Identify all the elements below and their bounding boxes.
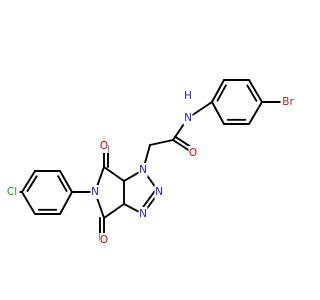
double-bond-b3-b4 bbox=[211, 79, 225, 103]
atom-label-bg-N1 bbox=[138, 163, 148, 177]
atom-label-N1: N bbox=[139, 164, 147, 176]
atom-label-bg-Cl bbox=[4, 185, 20, 199]
atom-label-bg-N_H bbox=[183, 111, 193, 125]
atom-label-bg-O_up bbox=[99, 139, 109, 153]
double-bond-p3-p4-inner bbox=[26, 175, 38, 193]
single-bond-b4-b5 bbox=[211, 101, 225, 125]
atom-label-bg-N3 bbox=[138, 207, 148, 221]
atom-label-O_dn: O bbox=[100, 234, 108, 246]
atom-label-bg-Br bbox=[280, 95, 296, 109]
double-bond-b1-b2 bbox=[248, 79, 263, 103]
double-bond-p1-p2 bbox=[59, 170, 73, 193]
atom-label-N_H: N bbox=[184, 112, 192, 124]
atom-label-bg-H_N bbox=[183, 89, 193, 103]
single-bond-C6a-C6 bbox=[103, 166, 125, 182]
atom-label-O_up: O bbox=[100, 140, 108, 152]
single-bond-C_am-CH2 bbox=[149, 139, 174, 146]
single-bond-p6-p1 bbox=[59, 191, 73, 215]
double-bond-b1-b2-inner bbox=[246, 84, 258, 102]
single-bond-p4-p5 bbox=[21, 191, 36, 215]
atom-label-bg-O_am bbox=[188, 146, 198, 160]
atom-label-Br: Br bbox=[282, 96, 294, 108]
single-bond-C4-C3a bbox=[103, 203, 125, 219]
atom-label-bg-O_dn bbox=[99, 233, 109, 247]
single-bond-b6-b1 bbox=[248, 101, 263, 125]
atom-label-bg-N_im bbox=[90, 185, 100, 199]
double-bond-b3-b4-inner bbox=[216, 84, 227, 102]
atom-label-Cl: Cl bbox=[7, 186, 17, 198]
atom-label-bg-N2 bbox=[154, 185, 164, 199]
double-bond-p3-p4 bbox=[21, 170, 36, 193]
atom-label-N3: N bbox=[139, 208, 147, 220]
atom-label-N_im: N bbox=[91, 186, 99, 198]
atom-label-N2: N bbox=[155, 186, 163, 198]
double-bond-p1-p2-inner bbox=[57, 175, 68, 192]
bond-layer bbox=[11, 79, 289, 241]
atom-label-O_am: O bbox=[189, 147, 197, 159]
atom-label-H_N: H bbox=[184, 90, 192, 102]
